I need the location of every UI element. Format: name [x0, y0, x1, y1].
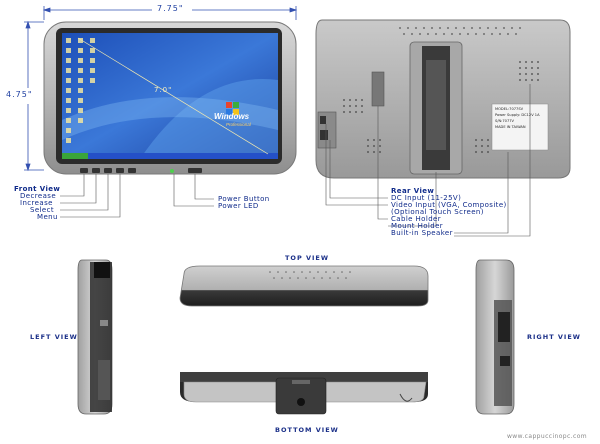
label-video-input: Video Input (VGA, Composite) — [391, 201, 507, 209]
top-view-label: TOP VIEW — [285, 254, 330, 262]
windows-logo — [226, 102, 239, 115]
height-dimension-line — [24, 20, 44, 172]
windows-edition-text: Professional — [226, 122, 251, 127]
right-view-label: RIGHT VIEW — [527, 333, 581, 341]
bottom-view-device — [180, 372, 428, 415]
rear-callouts — [325, 84, 531, 237]
sticker-model: MODEL:7077SV — [495, 107, 524, 111]
speaker-grille-right — [475, 61, 539, 153]
diagonal-dimension: 7.0" — [154, 86, 173, 94]
width-dimension-line — [42, 6, 298, 20]
model-sticker — [491, 103, 549, 151]
watermark: www.cappuccinopc.com — [507, 433, 588, 440]
top-vent — [399, 27, 521, 35]
label-mount-holder: Mount Holder — [391, 222, 444, 230]
bottom-view-label: BOTTOM VIEW — [275, 426, 339, 434]
sticker-serial: S/N:7077V — [495, 119, 514, 123]
windows-logo-text: Windows — [214, 112, 250, 121]
label-cable-holder: Cable Holder — [391, 215, 442, 223]
front-callouts — [60, 174, 214, 218]
label-menu: Menu — [37, 213, 58, 221]
label-builtin-speaker: Built-in Speaker — [391, 229, 453, 237]
label-power-button: Power Button — [218, 195, 270, 203]
rear-view-title: Rear View — [391, 187, 435, 195]
bottom-mount — [275, 377, 327, 415]
label-dc-input: DC Input (11-25V) — [391, 194, 462, 202]
speaker-grille-left — [343, 99, 381, 153]
label-touch-screen: (Optional Touch Screen) — [391, 208, 484, 216]
rear-monitor — [315, 19, 571, 179]
left-view-label: LEFT VIEW — [30, 333, 78, 341]
sticker-made-in: MADE IN TAIWAN — [495, 125, 526, 129]
left-view-device — [77, 259, 113, 415]
right-view-device — [475, 259, 515, 415]
cable-holder — [371, 71, 385, 107]
width-dimension: 7.75" — [157, 4, 184, 13]
height-dimension: 4.75" — [6, 90, 33, 99]
front-buttons — [80, 168, 202, 173]
sticker-text: MODEL:7077SV Power Supply: DC12V 1A S/N:… — [495, 106, 547, 130]
front-monitor — [43, 21, 297, 175]
sticker-power: Power Supply: DC12V 1A — [495, 113, 540, 117]
label-decrease: Decrease — [20, 192, 57, 200]
label-increase: Increase — [20, 199, 53, 207]
label-select: Select — [30, 206, 54, 214]
diagonal-line — [77, 37, 269, 155]
front-view-title: Front View — [14, 185, 61, 193]
label-power-led: Power LED — [218, 202, 259, 210]
top-view-device — [179, 265, 429, 307]
